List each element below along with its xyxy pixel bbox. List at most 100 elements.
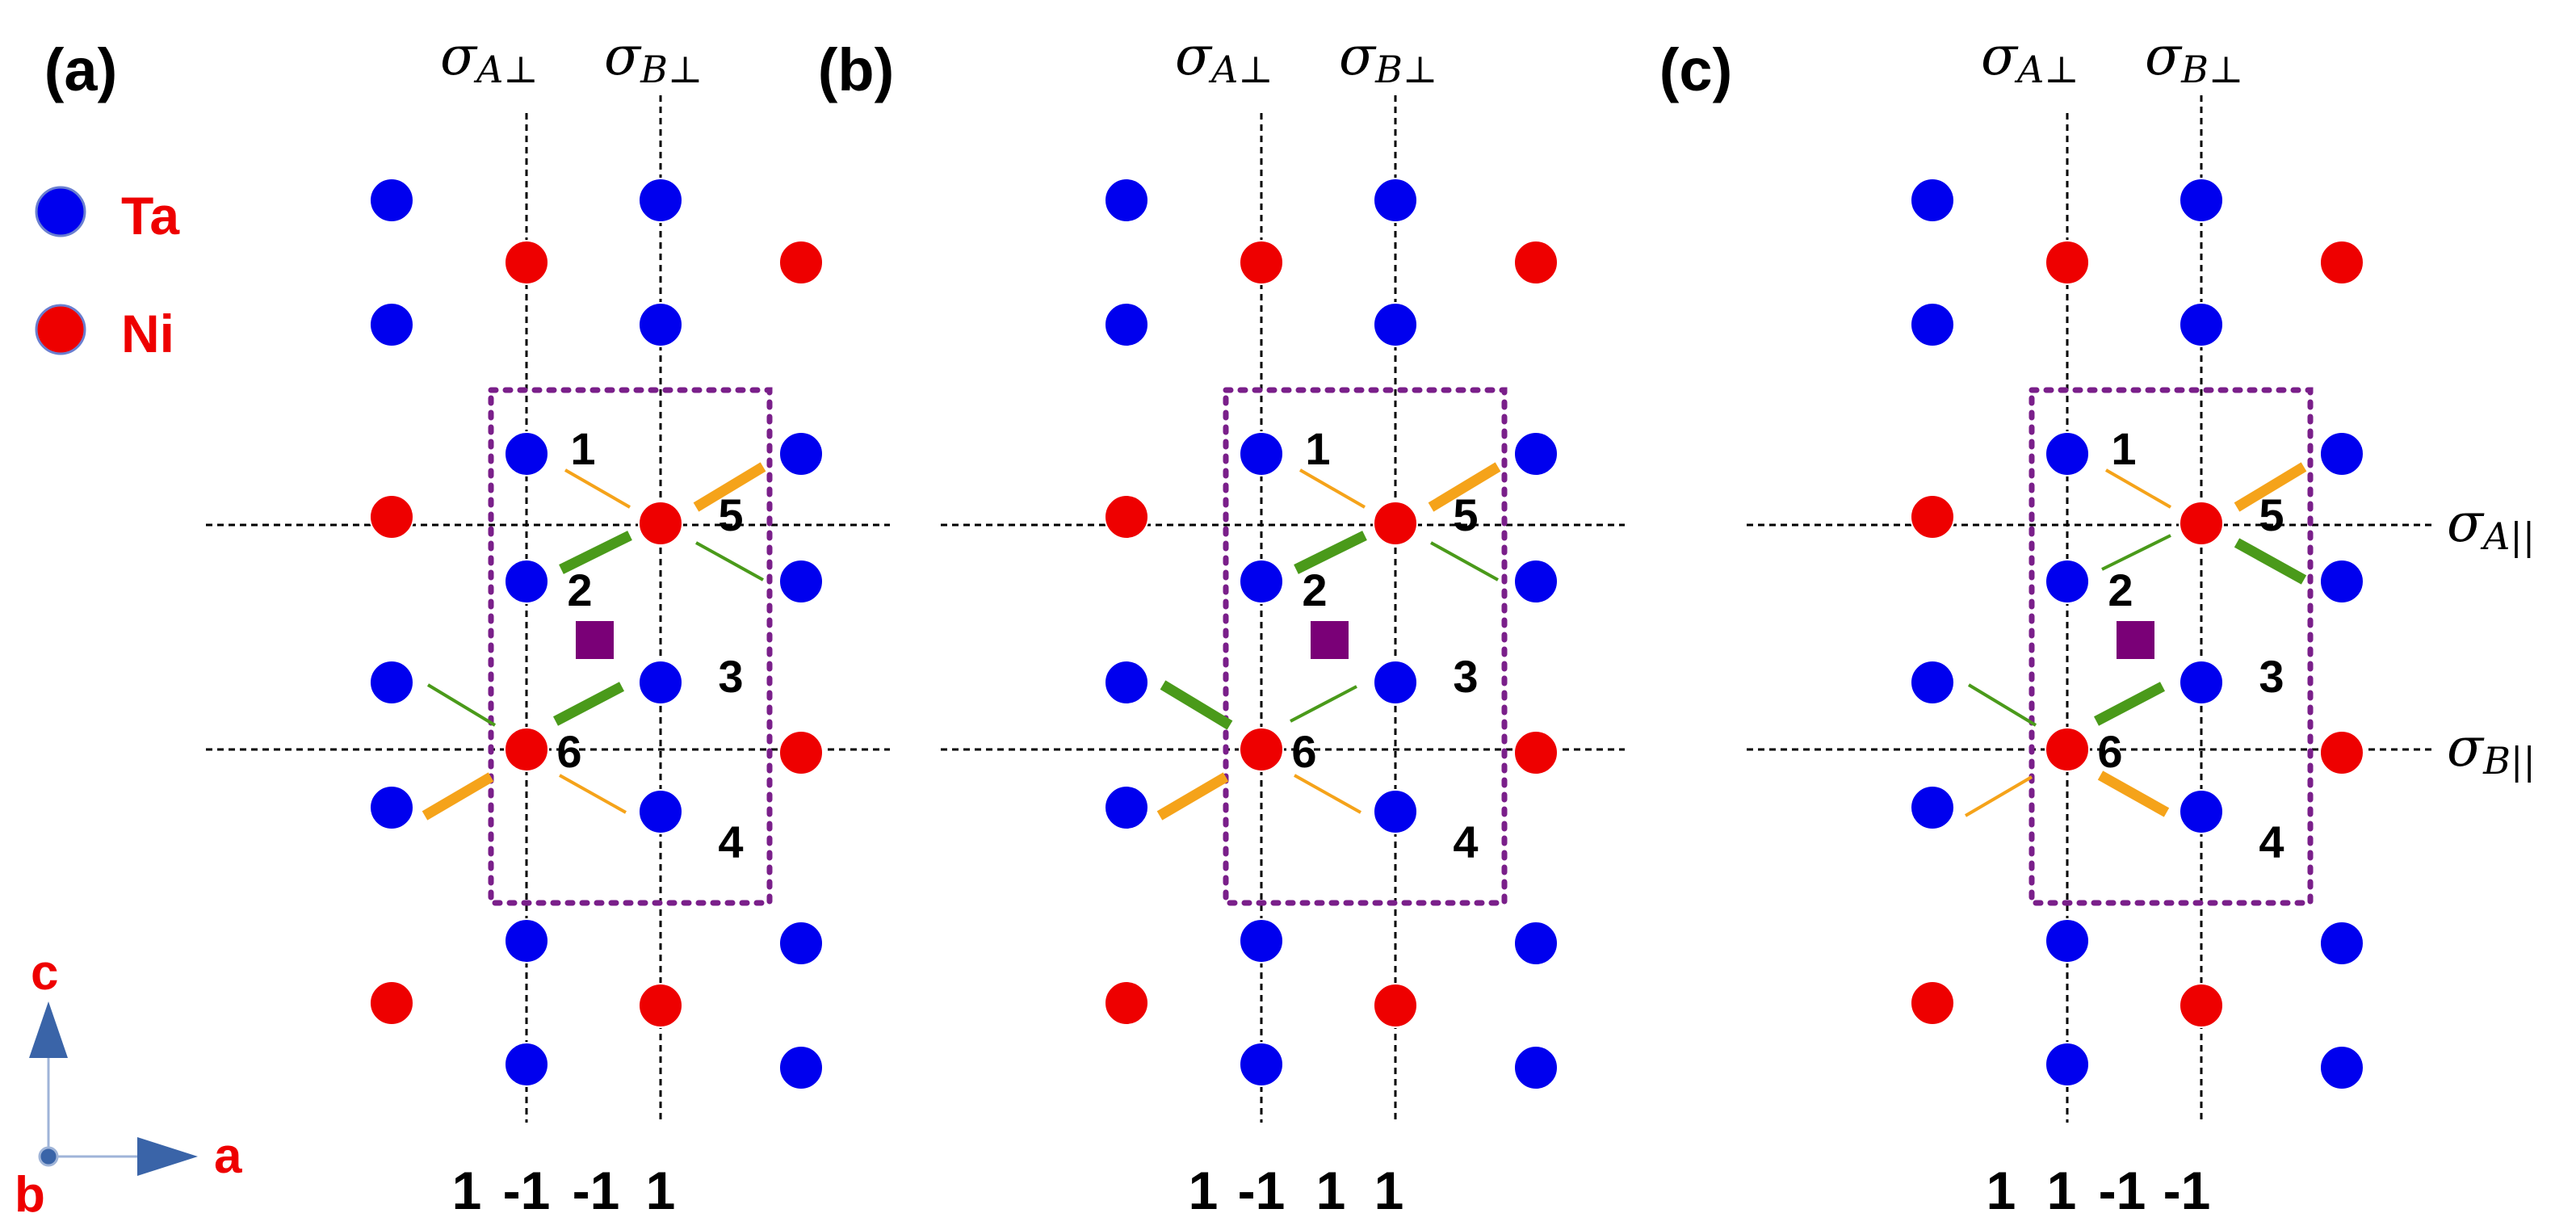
ta-atom bbox=[504, 918, 549, 963]
mirror-label-a-perp: σA⊥ bbox=[1175, 25, 1273, 91]
ta-atom bbox=[638, 302, 683, 347]
a-axis-arrowhead bbox=[137, 1137, 198, 1176]
legend-ta-label: Ta bbox=[121, 186, 180, 246]
ta-atom bbox=[1239, 559, 1284, 604]
a-axis-label: a bbox=[214, 1128, 242, 1184]
site-number-1: 1 bbox=[2111, 423, 2136, 474]
bond-lower-orange bbox=[1156, 772, 1229, 821]
ta-atom bbox=[1104, 660, 1149, 705]
site-number-3: 3 bbox=[1453, 651, 1478, 702]
mirror-label-a-perp: σA⊥ bbox=[1981, 25, 2079, 91]
c-axis-label: c bbox=[31, 945, 58, 1001]
ta-atom bbox=[2179, 302, 2224, 347]
sign-value: -1 bbox=[1238, 1161, 1286, 1220]
ta-atom bbox=[2319, 431, 2364, 476]
bond-bottom-right-orange bbox=[2097, 770, 2170, 817]
b-axis-label: b bbox=[15, 1167, 45, 1223]
bond-upper-orange bbox=[2234, 462, 2307, 512]
site-number-4: 4 bbox=[718, 817, 743, 867]
axes-indicator: c a b bbox=[15, 945, 242, 1223]
ta-atom bbox=[1910, 302, 1955, 347]
ta-atom bbox=[2179, 660, 2224, 705]
sign-value: 1 bbox=[646, 1161, 676, 1220]
ta-atom bbox=[1910, 785, 1955, 830]
ni-atom bbox=[1239, 727, 1284, 772]
site-number-3: 3 bbox=[718, 651, 743, 702]
site-number-6: 6 bbox=[2097, 726, 2122, 777]
site-number-2: 2 bbox=[567, 565, 592, 615]
panel-label: (c) bbox=[1659, 36, 1732, 103]
ta-atom bbox=[2319, 1045, 2364, 1090]
ta-atom bbox=[778, 431, 824, 476]
ni-atom bbox=[504, 240, 549, 285]
ta-atom bbox=[2319, 559, 2364, 604]
ta-atom bbox=[638, 660, 683, 705]
ni-atom bbox=[1104, 980, 1149, 1026]
sign-value: 1 bbox=[1374, 1161, 1404, 1220]
ni-atom bbox=[2179, 983, 2224, 1028]
ta-atom bbox=[1239, 918, 1284, 963]
inversion-center-marker bbox=[1311, 621, 1349, 659]
bond-lower-orange bbox=[1964, 775, 2033, 817]
ta-atom bbox=[369, 660, 414, 705]
ta-atom bbox=[1513, 1045, 1559, 1090]
ta-atom bbox=[369, 178, 414, 223]
inversion-center-marker bbox=[2117, 621, 2154, 659]
bond-upper-green-center bbox=[2101, 534, 2171, 571]
ta-atom bbox=[2045, 918, 2090, 963]
legend-ta-marker bbox=[35, 186, 86, 237]
site-number-5: 5 bbox=[2259, 489, 2284, 540]
legend: Ta Ni bbox=[35, 186, 180, 363]
ta-atom bbox=[778, 921, 824, 966]
bond-bottom-right-orange bbox=[1294, 774, 1361, 814]
ni-atom bbox=[369, 494, 414, 539]
ta-atom bbox=[1910, 178, 1955, 223]
bond-upper-green-center bbox=[1294, 531, 1367, 574]
ni-atom bbox=[1513, 240, 1559, 285]
ni-atom bbox=[1239, 240, 1284, 285]
bond-left-green bbox=[426, 683, 497, 727]
bond-bottom-right-orange bbox=[559, 774, 627, 814]
ta-atom bbox=[1104, 302, 1149, 347]
ni-atom bbox=[778, 730, 824, 775]
c-axis-arrowhead bbox=[29, 1001, 68, 1058]
bond-right-green bbox=[695, 541, 764, 581]
bond-lower-orange bbox=[422, 772, 494, 821]
unit-cell-box bbox=[2028, 387, 2314, 906]
ni-atom bbox=[2319, 730, 2364, 775]
bond-mid-green bbox=[2093, 682, 2166, 726]
ta-atom bbox=[2179, 178, 2224, 223]
mirror-label-a-perp: σA⊥ bbox=[440, 25, 539, 91]
ni-atom bbox=[1910, 980, 1955, 1026]
mirror-label-a-par: σA|| bbox=[2447, 492, 2535, 558]
site-number-2: 2 bbox=[2108, 565, 2133, 615]
legend-ni-label: Ni bbox=[121, 304, 174, 363]
ni-atom bbox=[504, 727, 549, 772]
ta-atom bbox=[2045, 431, 2090, 476]
bond-upper-orange bbox=[693, 462, 766, 512]
site-number-6: 6 bbox=[556, 726, 581, 777]
site-number-1: 1 bbox=[570, 423, 595, 474]
ni-atom bbox=[638, 983, 683, 1028]
panel-label: (b) bbox=[818, 36, 895, 103]
bond-right-green bbox=[1430, 541, 1499, 581]
ni-atom bbox=[1104, 494, 1149, 539]
ta-atom bbox=[778, 559, 824, 604]
ni-atom bbox=[1373, 983, 1418, 1028]
ta-atom bbox=[2045, 1042, 2090, 1087]
sign-value: -1 bbox=[2099, 1161, 2146, 1220]
sign-value: 1 bbox=[2047, 1161, 2077, 1220]
bond-mid-green bbox=[552, 682, 625, 726]
bond-upper-green-center bbox=[559, 531, 632, 574]
ni-atom bbox=[1373, 501, 1418, 546]
ta-atom bbox=[1104, 178, 1149, 223]
ni-atom bbox=[1513, 730, 1559, 775]
bond-top-left-orange bbox=[1299, 468, 1366, 509]
ta-atom bbox=[1373, 302, 1418, 347]
ni-atom bbox=[369, 980, 414, 1026]
bond-top-left-orange bbox=[2105, 468, 2171, 509]
ta-atom bbox=[1513, 559, 1559, 604]
sign-value: -1 bbox=[503, 1161, 551, 1220]
site-number-4: 4 bbox=[1453, 817, 1478, 867]
